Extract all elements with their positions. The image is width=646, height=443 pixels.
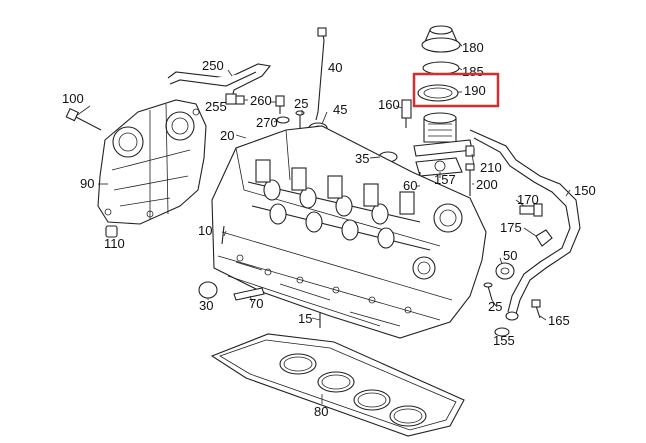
callout-60[interactable]: 60	[403, 178, 417, 193]
part-155-washer[interactable]	[494, 327, 510, 337]
callout-50[interactable]: 50	[503, 248, 517, 263]
part-25-lower-bolt[interactable]	[483, 282, 493, 301]
part-80-head-gasket[interactable]	[210, 333, 465, 437]
part-180-cap[interactable]	[421, 25, 461, 53]
callout-45[interactable]: 45	[333, 102, 347, 117]
part-157-gasket[interactable]	[415, 157, 463, 177]
part-210-plug[interactable]	[465, 145, 475, 157]
highlight-box-190	[412, 72, 500, 108]
callout-157[interactable]: 157	[434, 172, 456, 187]
callout-185[interactable]: 185	[462, 64, 484, 79]
callout-100[interactable]: 100	[62, 91, 84, 106]
part-30-seal-ring[interactable]	[198, 281, 218, 299]
leader-lines	[75, 43, 571, 404]
callout-30[interactable]: 30	[199, 298, 213, 313]
callout-210[interactable]: 210	[480, 160, 502, 175]
callout-260[interactable]: 260	[250, 93, 272, 108]
callout-10[interactable]: 10	[198, 223, 212, 238]
callout-200[interactable]: 200	[476, 177, 498, 192]
part-90-timing-cover[interactable]	[97, 99, 207, 225]
part-70-pin[interactable]	[233, 287, 265, 301]
callout-15[interactable]: 15	[298, 311, 312, 326]
part-175-bracket[interactable]	[535, 229, 553, 247]
callout-180[interactable]: 180	[462, 40, 484, 55]
callout-150[interactable]: 150	[574, 183, 596, 198]
callout-155[interactable]: 155	[493, 333, 515, 348]
callout-25-upper[interactable]: 25	[294, 96, 308, 111]
part-110-plug[interactable]	[105, 225, 118, 238]
callout-labels: 180 185 190 250 40 100 255 260 25 45 160…	[62, 40, 596, 419]
callout-270[interactable]: 270	[256, 115, 278, 130]
callout-35[interactable]: 35	[355, 151, 369, 166]
callout-250[interactable]: 250	[202, 58, 224, 73]
part-150-hose[interactable]	[469, 129, 581, 321]
callout-80[interactable]: 80	[314, 404, 328, 419]
callout-90[interactable]: 90	[80, 176, 94, 191]
callout-70[interactable]: 70	[249, 296, 263, 311]
callout-165[interactable]: 165	[548, 313, 570, 328]
part-100-bolt[interactable]	[65, 107, 102, 131]
part-185-oring[interactable]	[422, 61, 460, 75]
part-255-clip[interactable]	[235, 95, 245, 105]
part-260-fitting[interactable]	[275, 95, 285, 114]
part-40-tube[interactable]	[315, 27, 327, 121]
part-165-bolt[interactable]	[531, 299, 541, 319]
callout-110[interactable]: 110	[104, 236, 125, 251]
callout-175[interactable]: 175	[500, 220, 522, 235]
part-200-sender[interactable]	[465, 163, 475, 196]
part-190-seal[interactable]	[417, 84, 459, 102]
callout-25-lower[interactable]: 25	[488, 299, 502, 314]
part-10-stud[interactable]	[221, 225, 225, 245]
callout-20[interactable]: 20	[220, 128, 234, 143]
callout-40[interactable]: 40	[328, 60, 342, 75]
part-50-cap[interactable]	[495, 262, 515, 280]
part-160-sensor[interactable]	[401, 99, 412, 128]
callout-160[interactable]: 160	[378, 97, 400, 112]
callout-190[interactable]: 190	[464, 83, 486, 98]
part-20-cylinder-head[interactable]	[211, 125, 487, 339]
part-270-seal[interactable]	[276, 116, 290, 124]
part-170-sensor[interactable]	[519, 203, 543, 217]
callout-170[interactable]: 170	[517, 192, 539, 207]
part-filler-neck[interactable]	[413, 112, 473, 157]
callout-255[interactable]: 255	[205, 99, 227, 114]
